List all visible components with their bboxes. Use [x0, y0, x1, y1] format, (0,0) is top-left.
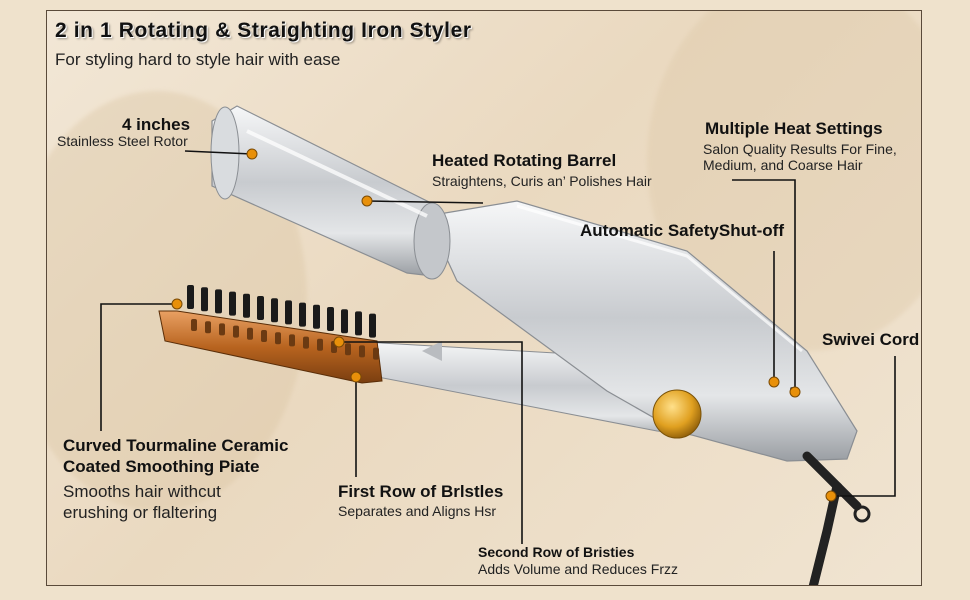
plate-heading-line2: Coated Smoothing Piate — [63, 457, 260, 476]
bristle — [201, 287, 208, 312]
bristle-tip — [303, 336, 309, 349]
bristle-rows — [187, 285, 379, 360]
product-infographic: 2 in 1 Rotating & Straighting Iron Style… — [46, 10, 922, 586]
ceramic-plate — [158, 310, 383, 384]
bristle-tip — [247, 327, 253, 340]
page-title: 2 in 1 Rotating & Straighting Iron Style… — [55, 19, 472, 42]
plate-detail-line2: erushing or flaltering — [63, 503, 218, 522]
bristle-tip — [359, 345, 365, 358]
heat-detail-line2: Medium, and Coarse Hair — [703, 157, 863, 173]
plate-detail-line1: Smooths hair withcut — [63, 482, 221, 501]
bristle — [327, 307, 334, 331]
rotor-detail: Stainless Steel Rotor — [57, 133, 188, 149]
styler-illustration — [100, 105, 896, 585]
bristle-tip — [191, 319, 197, 331]
first-row-heading: First Row of Brlstles — [338, 482, 504, 501]
second-row-detail: Adds Volume and Reduces Frzz — [478, 561, 678, 577]
heat-heading: Multiple Heat Settings — [705, 119, 883, 138]
safety-heading: Automatic SafetyShut-off — [580, 221, 784, 240]
heat-dial-icon — [652, 389, 702, 439]
plate-heading-line1: Curved Tourmaline Ceramic — [63, 436, 289, 455]
bristle-tip — [373, 347, 379, 360]
bristle — [229, 291, 236, 316]
handle-body — [426, 200, 858, 462]
bristle — [313, 304, 320, 329]
bristle — [187, 285, 194, 309]
second-row-heading: Second Row of Bristies — [478, 544, 635, 560]
leader-lines — [100, 150, 896, 544]
barrel-heading: Heated Rotating Barrel — [432, 151, 617, 170]
bristle — [299, 302, 306, 327]
first-row-detail: Separates and Aligns Hsr — [338, 503, 496, 519]
bristle-tip — [233, 325, 239, 338]
page-subtitle: For styling hard to style hair with ease — [55, 50, 341, 69]
bristle-tip — [289, 334, 295, 347]
swivel-cord — [802, 451, 871, 585]
bristle — [243, 293, 250, 318]
bristle-tip — [219, 323, 225, 336]
bristle-tip — [261, 330, 267, 342]
bristle-tip — [345, 343, 351, 356]
callout-dots — [171, 148, 837, 502]
bristle-tip — [205, 321, 211, 334]
cord-heading: Swivei Cord — [822, 330, 920, 349]
bristle-tip — [275, 332, 281, 345]
bristle — [341, 309, 348, 334]
bristle — [271, 298, 278, 323]
barrel-detail: Straightens, Curis an’ Polishes Hair — [432, 173, 652, 189]
bristle — [257, 296, 264, 320]
rotating-barrel — [210, 105, 451, 280]
bristle — [355, 311, 362, 336]
bristle — [369, 313, 376, 338]
rotor-heading: 4 inches — [122, 115, 191, 134]
heat-detail-line1: Salon Quality Results For Fine, — [703, 141, 897, 157]
bristle-tip — [317, 338, 323, 351]
bristle — [285, 300, 292, 325]
bristle — [215, 289, 222, 314]
